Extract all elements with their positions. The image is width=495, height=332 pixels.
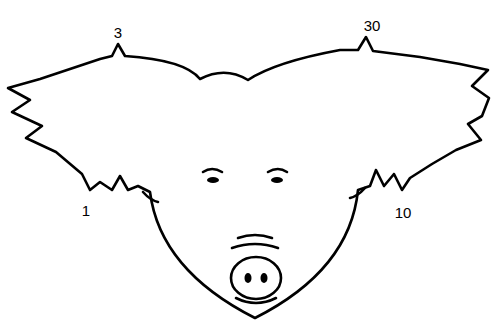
eye — [207, 177, 219, 183]
brow — [268, 169, 287, 172]
snout — [231, 257, 281, 299]
eye — [271, 177, 283, 183]
snout-wrinkle — [238, 235, 272, 238]
nostril — [261, 273, 268, 283]
mouth — [236, 298, 276, 303]
callout-number: 3 — [114, 25, 122, 40]
cheek-line — [143, 192, 158, 202]
snout-wrinkle — [232, 244, 278, 248]
callout-number: 1 — [82, 203, 90, 218]
callout-number: 10 — [395, 205, 412, 220]
nostril — [245, 273, 252, 283]
head-outline — [8, 37, 489, 318]
brow — [203, 169, 222, 172]
cheek-line — [350, 188, 365, 198]
callout-number: 30 — [364, 18, 381, 33]
